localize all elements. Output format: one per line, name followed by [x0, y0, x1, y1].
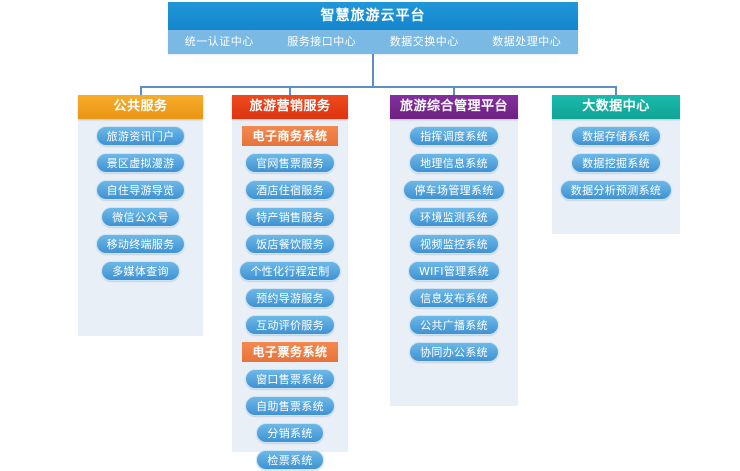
diagram-canvas: 智慧旅游云平台 统一认证中心 服务接口中心 数据交换中心 数据处理中心 公共服务… — [78, 2, 680, 470]
platform-subitem-1[interactable]: 服务接口中心 — [287, 35, 357, 48]
platform-subitem-3[interactable]: 数据处理中心 — [492, 35, 562, 48]
list-item[interactable]: 多媒体查询 — [101, 261, 180, 281]
column-public-service: 公共服务 旅游资讯门户 景区虚拟漫游 自住导游导览 微信公众号 移动终端服务 多… — [78, 95, 203, 336]
list-item[interactable]: 协同办公系统 — [409, 342, 499, 362]
connector-drop-col-3 — [453, 86, 455, 102]
list-item[interactable]: 数据挖掘系统 — [571, 153, 661, 173]
column-big-data-center: 大数据中心 数据存储系统 数据挖掘系统 数据分析预测系统 — [552, 95, 680, 234]
list-item[interactable]: 公共广播系统 — [409, 315, 499, 335]
column-body-integrated-management: 指挥调度系统 地理信息系统 停车场管理系统 环境监测系统 视频监控系统 WIFI… — [390, 119, 518, 406]
list-item[interactable]: 预约导游服务 — [245, 288, 335, 308]
list-item[interactable]: 地理信息系统 — [409, 153, 499, 173]
list-item[interactable]: 视频监控系统 — [409, 234, 499, 254]
connector-drop-col-2 — [289, 86, 291, 102]
connector-drop-col-4 — [615, 86, 617, 102]
column-body-big-data-center: 数据存储系统 数据挖掘系统 数据分析预测系统 — [552, 119, 680, 234]
column-tourism-marketing: 旅游营销服务 电子商务系统 官网售票服务 酒店住宿服务 特产销售服务 饭店餐饮服… — [232, 95, 348, 470]
platform-subitem-row: 统一认证中心 服务接口中心 数据交换中心 数据处理中心 — [168, 30, 578, 54]
list-item[interactable]: 窗口售票系统 — [245, 369, 335, 389]
list-item[interactable]: 移动终端服务 — [95, 234, 186, 254]
platform-header-block: 智慧旅游云平台 统一认证中心 服务接口中心 数据交换中心 数据处理中心 — [168, 2, 578, 54]
connector-trunk-vertical — [372, 54, 374, 86]
list-item[interactable]: 官网售票服务 — [245, 153, 335, 173]
column-integrated-management: 旅游综合管理平台 指挥调度系统 地理信息系统 停车场管理系统 环境监测系统 视频… — [390, 95, 518, 406]
page-title: 智慧旅游云平台 — [168, 2, 578, 30]
list-item[interactable]: 停车场管理系统 — [403, 180, 505, 200]
list-item[interactable]: 旅游资讯门户 — [95, 126, 186, 146]
list-item[interactable]: 互动评价服务 — [245, 315, 335, 335]
connector-drop-col-1 — [140, 86, 142, 102]
column-body-public-service: 旅游资讯门户 景区虚拟漫游 自住导游导览 微信公众号 移动终端服务 多媒体查询 — [78, 119, 203, 336]
list-item[interactable]: 酒店住宿服务 — [245, 180, 335, 200]
list-item[interactable]: 自助售票系统 — [245, 396, 335, 416]
list-item[interactable]: 数据分析预测系统 — [559, 180, 673, 200]
list-item[interactable]: 景区虚拟漫游 — [95, 153, 186, 173]
list-item[interactable]: 饭店餐饮服务 — [245, 234, 335, 254]
list-item[interactable]: 环境监测系统 — [409, 207, 499, 227]
column-header-integrated-management[interactable]: 旅游综合管理平台 — [390, 95, 518, 119]
list-item[interactable]: 分销系统 — [256, 423, 324, 443]
connector-horizontal-bus — [140, 86, 616, 88]
section-header-eticket[interactable]: 电子票务系统 — [242, 342, 338, 362]
column-body-tourism-marketing: 电子商务系统 官网售票服务 酒店住宿服务 特产销售服务 饭店餐饮服务 个性化行程… — [232, 119, 348, 470]
list-item[interactable]: 微信公众号 — [101, 207, 180, 227]
section-header-ecommerce[interactable]: 电子商务系统 — [242, 126, 338, 146]
list-item[interactable]: 个性化行程定制 — [239, 261, 341, 281]
list-item[interactable]: 特产销售服务 — [245, 207, 335, 227]
platform-subitem-0[interactable]: 统一认证中心 — [184, 35, 254, 48]
column-header-big-data-center[interactable]: 大数据中心 — [552, 95, 680, 119]
list-item[interactable]: 信息发布系统 — [409, 288, 499, 308]
column-header-public-service[interactable]: 公共服务 — [78, 95, 203, 119]
list-item[interactable]: WIFI管理系统 — [407, 261, 501, 281]
column-header-tourism-marketing[interactable]: 旅游营销服务 — [232, 95, 348, 119]
list-item[interactable]: 数据存储系统 — [571, 126, 661, 146]
list-item[interactable]: 指挥调度系统 — [409, 126, 499, 146]
list-item[interactable]: 检票系统 — [256, 450, 324, 470]
platform-subitem-2[interactable]: 数据交换中心 — [389, 35, 459, 48]
list-item[interactable]: 自住导游导览 — [95, 180, 186, 200]
